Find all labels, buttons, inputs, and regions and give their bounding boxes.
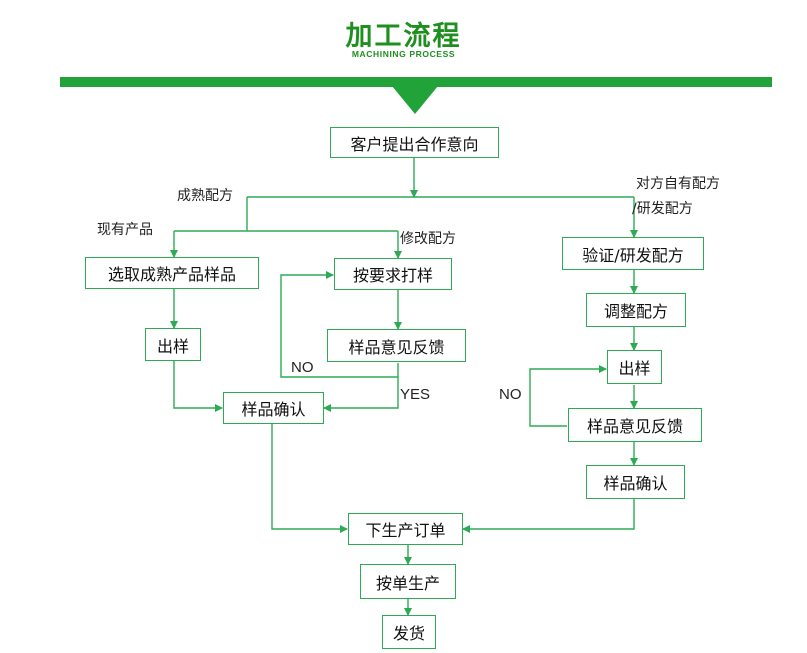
- node-select-mature-product: 选取成熟产品样品: [85, 257, 259, 289]
- label-no-right: NO: [499, 386, 522, 403]
- node-sample-out-left: 出样: [145, 328, 201, 361]
- connector-feedback-yes: [323, 377, 399, 412]
- label-existing-product: 现有产品: [97, 222, 153, 238]
- header-arrow-icon: [392, 86, 438, 114]
- node-place-production-order: 下生产订单: [348, 513, 463, 545]
- label-mature-formula: 成熟配方: [177, 188, 233, 204]
- connector-right-no-loop: [529, 365, 607, 427]
- node-sample-out-right: 出样: [607, 350, 662, 384]
- node-sample-confirm-left: 样品确认: [223, 392, 324, 424]
- label-yes-mid: YES: [400, 386, 431, 403]
- connector-right-confirm-to-order: [462, 499, 635, 533]
- connector-confirm-to-order: [271, 423, 348, 533]
- node-sample-per-request: 按要求打样: [334, 258, 452, 290]
- node-verify-develop-formula: 验证/研发配方: [562, 237, 704, 270]
- label-own-formula-line1: 对方自有配方: [636, 176, 720, 192]
- node-produce-per-order: 按单生产: [360, 564, 456, 599]
- label-no-mid: NO: [291, 359, 314, 376]
- node-customer-request: 客户提出合作意向: [330, 127, 499, 158]
- label-modify-formula: 修改配方: [400, 231, 456, 247]
- node-sample-feedback-right: 样品意见反馈: [568, 408, 702, 442]
- header-bar: [60, 77, 772, 87]
- page-subtitle: MACHINING PROCESS: [351, 49, 456, 59]
- connector-feedback-no-loop: [280, 271, 399, 378]
- node-sample-feedback-mid: 样品意见反馈: [327, 329, 466, 362]
- node-sample-confirm-right: 样品确认: [586, 465, 685, 499]
- page-title: 加工流程: [345, 21, 462, 52]
- node-ship: 发货: [382, 615, 436, 649]
- node-adjust-formula: 调整配方: [586, 293, 686, 327]
- label-own-formula-line2: /研发配方: [632, 201, 693, 217]
- connector-sample-to-confirm: [173, 361, 223, 412]
